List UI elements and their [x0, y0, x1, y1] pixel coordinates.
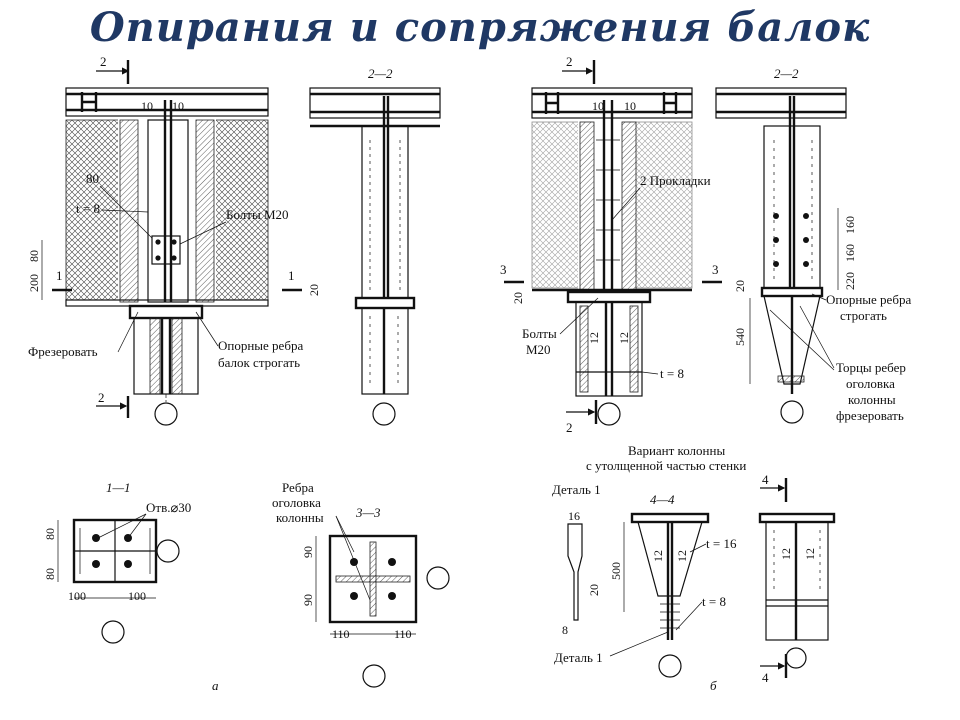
bolts-label-line2: М20 — [526, 342, 551, 357]
variant-line1: Вариант колонны — [628, 443, 725, 458]
dim-12-var-c: 12 — [779, 548, 793, 560]
mill-label: Фрезеровать — [28, 344, 98, 359]
dim-20: 20 — [307, 284, 321, 296]
dim-80-sec11-b: 80 — [43, 568, 57, 580]
dim-10-right: 10 — [172, 99, 184, 113]
dim-110-b: 110 — [394, 627, 412, 641]
left-front-view: 2 10 10 80 t = 8 Болты М20 200 80 — [27, 54, 321, 426]
dim-12-r-a: 12 — [587, 332, 601, 344]
dim-12-var-d: 12 — [803, 548, 817, 560]
section-mark-2-r: 2 — [566, 54, 573, 69]
dim-12-r-b: 12 — [617, 332, 631, 344]
sec33-ribs-line2: оголовка — [272, 495, 321, 510]
dim-80-sec11-a: 80 — [43, 528, 57, 540]
ends-line3: колонны — [848, 392, 896, 407]
view-2-2-label-r: 2—2 — [774, 66, 799, 81]
left-section-2-2: 2—2 — [309, 66, 441, 426]
thickness-t8-r: t = 8 — [660, 366, 684, 381]
detail-1-label: Деталь 1 — [552, 482, 601, 497]
dim-200: 200 — [27, 274, 41, 292]
section-1-1: 1—1 Отв.⌀30 80 80 100 100 — [43, 480, 191, 644]
dim-110-a: 110 — [332, 627, 350, 641]
dim-16: 16 — [568, 509, 580, 523]
bolts-label-line1: Болты — [522, 326, 557, 341]
ends-line4: фрезеровать — [836, 408, 904, 423]
right-front-view: 2 10 10 2 Прокладки 3 3 20 12 12 Болты — [500, 54, 722, 435]
dim-10-r-left: 10 — [592, 99, 604, 113]
caption-a: а — [212, 678, 219, 693]
page-title: Опирания и сопряжения балок — [89, 4, 871, 51]
ends-line1: Торцы ребер — [836, 360, 906, 375]
section-mark-3-right: 3 — [712, 262, 719, 277]
dim-500: 500 — [609, 562, 623, 580]
thickness-t8-var: t = 8 — [702, 594, 726, 609]
dim-160-a: 160 — [843, 216, 857, 234]
section-mark-4: 4 — [762, 472, 769, 487]
dim-80-label: 80 — [86, 171, 99, 186]
holes-label: Отв.⌀30 — [146, 500, 191, 515]
dim-12-var-a: 12 — [651, 550, 665, 562]
ends-line2: оголовка — [846, 376, 895, 391]
caption-b: б — [710, 678, 717, 693]
thickness-t16: t = 16 — [706, 536, 737, 551]
variant-column: Вариант колонны с утолщенной частью стен… — [552, 443, 836, 693]
spacers-label: 2 Прокладки — [640, 173, 711, 188]
dim-20-var: 20 — [587, 584, 601, 596]
ribs-r-line2: строгать — [840, 308, 887, 323]
view-2-2-label: 2—2 — [368, 66, 393, 81]
bolts-m20-label: Болты М20 — [226, 207, 289, 222]
dim-20-r2: 20 — [733, 280, 747, 292]
section-1-1-label: 1—1 — [106, 480, 131, 495]
dim-12-var-b: 12 — [675, 550, 689, 562]
section-3-3: Ребра оголовка колонны 3—3 90 90 110 110… — [212, 480, 450, 693]
ribs-label-line1: Опорные ребра — [218, 338, 303, 353]
thickness-t8: t = 8 — [76, 201, 100, 216]
sec33-ribs-line3: колонны — [276, 510, 324, 525]
dim-80-vertical: 80 — [27, 250, 41, 262]
ribs-label-line2: балок строгать — [218, 355, 300, 370]
variant-line2: с утолщенной частью стенки — [586, 458, 746, 473]
dim-10-left: 10 — [141, 99, 153, 113]
section-mark-2-r-bottom: 2 — [566, 420, 573, 435]
section-mark-2-bottom: 2 — [98, 390, 105, 405]
dim-90-b: 90 — [301, 594, 315, 606]
section-mark-1: 1 — [56, 268, 63, 283]
dim-20-r: 20 — [511, 292, 525, 304]
dim-90-a: 90 — [301, 546, 315, 558]
dim-220: 220 — [843, 272, 857, 290]
section-mark-1-right: 1 — [288, 268, 295, 283]
dim-8-var: 8 — [562, 623, 568, 637]
section-mark-2: 2 — [100, 54, 107, 69]
ribs-r-line1: Опорные ребра — [826, 292, 911, 307]
dim-100-sec11-a: 100 — [68, 589, 86, 603]
section-mark-3: 3 — [500, 262, 507, 277]
dim-100-sec11-b: 100 — [128, 589, 146, 603]
detail-1-bottom: Деталь 1 — [554, 650, 603, 665]
view-4-4-label: 4—4 — [650, 492, 675, 507]
section-mark-4-bottom: 4 — [762, 670, 769, 685]
right-section-2-2: 2—2 160 160 220 20 540 Опорные ребра стр… — [715, 66, 911, 424]
dim-160-b: 160 — [843, 244, 857, 262]
dim-10-r-right: 10 — [624, 99, 636, 113]
dim-540: 540 — [733, 328, 747, 346]
sec33-ribs-line1: Ребра — [282, 480, 314, 495]
section-3-3-label: 3—3 — [355, 505, 381, 520]
